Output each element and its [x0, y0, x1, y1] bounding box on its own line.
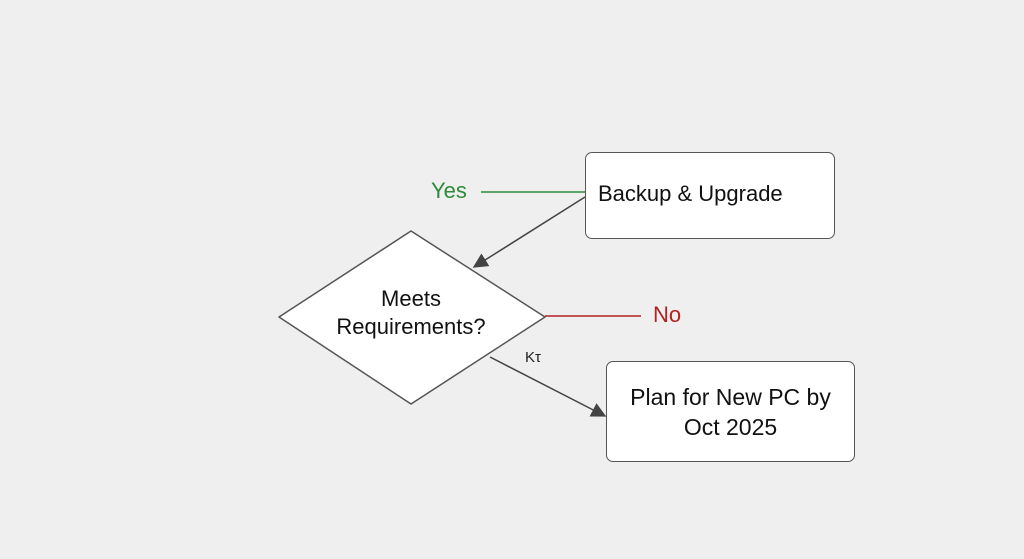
- backup-label: Backup & Upgrade: [598, 180, 783, 206]
- decision-line2: Requirements?: [336, 314, 486, 339]
- backup-to-decision-arrow: [472, 196, 586, 268]
- plan-line1: Plan for New PC by: [630, 383, 831, 410]
- no-label: No: [653, 302, 682, 327]
- plan-node[interactable]: Plan for New PC by Oct 2025: [606, 361, 855, 462]
- decision-diamond: [278, 230, 546, 405]
- decision-node[interactable]: Meets Requirements?: [300, 285, 522, 341]
- backup-node[interactable]: Backup & Upgrade: [585, 152, 835, 239]
- decision-to-plan-arrow: [489, 356, 607, 417]
- plan-line2: Oct 2025: [683, 413, 778, 440]
- yes-label: Yes: [431, 178, 467, 203]
- decision-line1: Meets: [381, 286, 441, 311]
- lower-edge-label: Kτ: [525, 349, 541, 366]
